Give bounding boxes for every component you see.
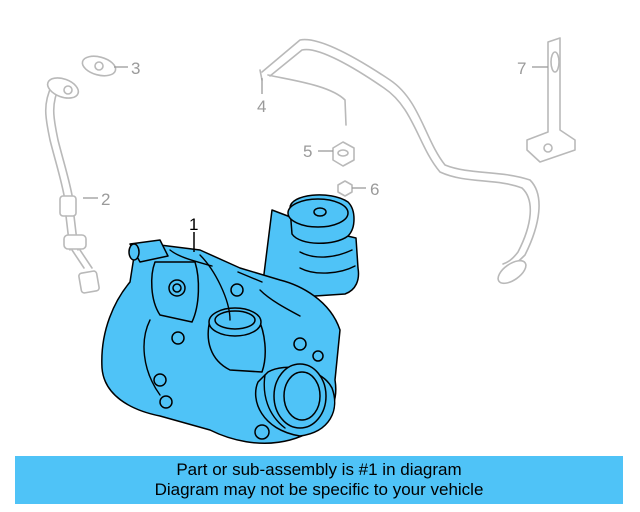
callout-2[interactable]: 2 bbox=[101, 190, 110, 209]
banner-line-1: Part or sub-assembly is #1 in diagram bbox=[176, 460, 462, 479]
callout-6[interactable]: 6 bbox=[370, 180, 379, 199]
bracket-part-7[interactable] bbox=[526, 37, 576, 163]
callout-4[interactable]: 4 bbox=[257, 97, 266, 116]
oil-pipe-part-2[interactable] bbox=[44, 74, 100, 294]
callout-3[interactable]: 3 bbox=[131, 59, 140, 78]
info-banner: Part or sub-assembly is #1 in diagram Di… bbox=[15, 456, 623, 504]
callout-1[interactable]: 1 bbox=[189, 215, 198, 234]
banner-line-2: Diagram may not be specific to your vehi… bbox=[154, 480, 484, 499]
stud-part-6[interactable] bbox=[337, 180, 353, 197]
callout-7[interactable]: 7 bbox=[517, 59, 526, 78]
nut-part-5[interactable] bbox=[332, 141, 355, 167]
pipe-part-4[interactable] bbox=[259, 38, 540, 288]
gasket-part-3[interactable] bbox=[80, 53, 118, 79]
callout-5[interactable]: 5 bbox=[303, 142, 312, 161]
turbocharger-part-1[interactable] bbox=[101, 194, 360, 445]
parts-diagram: 1 2 3 4 5 6 7 bbox=[44, 37, 576, 445]
